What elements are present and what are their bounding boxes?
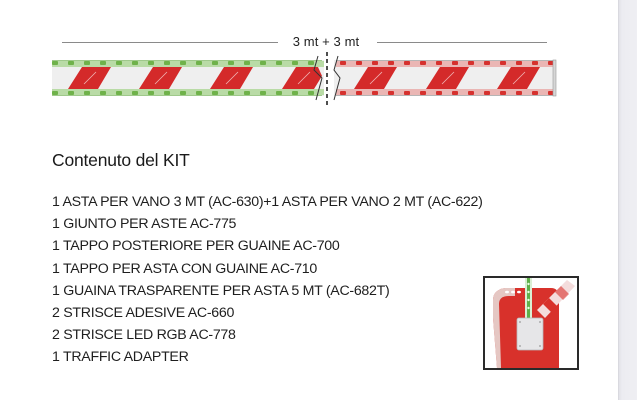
kit-item: 1 GIUNTO PER ASTE AC-775 xyxy=(52,216,237,233)
kit-heading: Contenuto del KIT xyxy=(52,150,190,170)
product-thumbnail xyxy=(483,276,579,370)
right-edge-strip xyxy=(618,0,637,400)
kit-item: 1 GUAINA TRASPARENTE PER ASTA 5 MT (AC-6… xyxy=(52,282,390,299)
dimension-label: 3 mt + 3 mt xyxy=(292,34,360,49)
kit-item: 2 STRISCE LED RGB AC-778 xyxy=(52,327,236,344)
bar-segment-right xyxy=(333,55,557,101)
bar-segment-left xyxy=(52,55,324,101)
kit-contents-list: 1 ASTA PER VANO 3 MT (AC-630)+1 ASTA PER… xyxy=(52,191,483,369)
dimension-line-right xyxy=(377,42,547,43)
dimension-line-left xyxy=(62,42,278,43)
kit-item: 1 TAPPO POSTERIORE PER GUAINE AC-700 xyxy=(52,238,340,255)
barrier-cabinet-illustration xyxy=(485,278,577,368)
boom-bar-diagram xyxy=(52,52,557,106)
page: 3 mt + 3 mt xyxy=(52,34,579,370)
kit-item: 1 ASTA PER VANO 3 MT (AC-630)+1 ASTA PER… xyxy=(52,194,483,210)
kit-item: 1 TRAFFIC ADAPTER xyxy=(52,349,189,366)
kit-item: 2 STRISCE ADESIVE AC-660 xyxy=(52,304,235,321)
kit-item: 1 TAPPO PER ASTA CON GUAINE AC-710 xyxy=(52,260,317,277)
